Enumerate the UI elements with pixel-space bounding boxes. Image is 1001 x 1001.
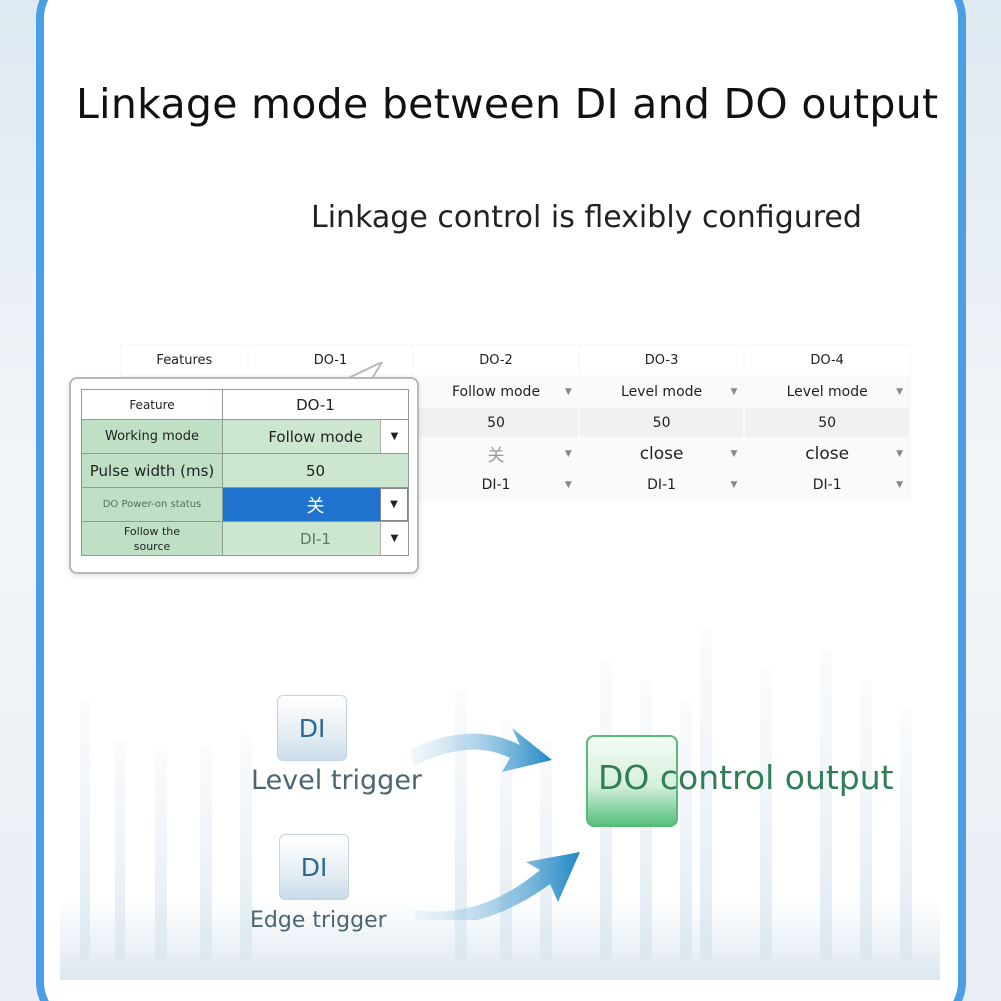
do2-working-mode-select[interactable]: Follow mode ▼: [412, 375, 580, 408]
chevron-down-icon: ▼: [564, 386, 572, 397]
column-header: DO-4: [743, 344, 911, 377]
cell-text: close: [639, 443, 684, 464]
do-output-box: [586, 735, 678, 827]
chevron-down-icon[interactable]: ▼: [380, 420, 408, 453]
chevron-down-icon: ▼: [730, 386, 738, 397]
do3-pulse-width-input[interactable]: 50: [577, 406, 746, 439]
curved-arrow-icon: [410, 728, 580, 920]
popup-header-value: DO-1: [222, 389, 409, 420]
cell-text: DI-1: [812, 476, 842, 493]
follow-source-label: Follow the source: [81, 521, 223, 556]
floor-gradient: [60, 900, 940, 980]
cell-text: Level mode: [786, 383, 868, 400]
follow-source-select[interactable]: DI-1 ▼: [222, 521, 409, 556]
table-header-row: Features DO-1 DO-2 DO-3 DO-4: [120, 344, 911, 377]
popup-row: Working mode Follow mode ▼: [81, 419, 409, 454]
popup-row: Pulse width (ms) 50: [81, 453, 409, 488]
di-edge-box: DI: [279, 834, 349, 900]
do1-config-popup: Feature DO-1 Working mode Follow mode ▼ …: [69, 377, 419, 574]
page-title: Linkage mode between DI and DO output: [76, 80, 939, 128]
chevron-down-icon: ▼: [896, 479, 903, 490]
page-subtitle: Linkage control is flexibly configured: [311, 200, 862, 235]
working-mode-label: Working mode: [81, 419, 223, 454]
column-header: DO-1: [246, 344, 415, 377]
chevron-down-icon: ▼: [730, 479, 738, 490]
do4-pulse-width-input[interactable]: 50: [743, 406, 911, 439]
do3-power-on-select[interactable]: close ▼: [577, 437, 746, 470]
popup-header-label: Feature: [81, 389, 223, 420]
cell-text: DI-1: [647, 476, 677, 493]
cell-text: 关: [487, 446, 505, 466]
do4-working-mode-select[interactable]: Level mode ▼: [743, 375, 911, 408]
do1-config-table: Feature DO-1 Working mode Follow mode ▼ …: [81, 389, 409, 556]
do2-follow-source-select[interactable]: DI-1 ▼: [412, 468, 580, 501]
working-mode-value: Follow mode: [268, 427, 363, 446]
power-on-status-label: DO Power-on status: [81, 487, 223, 522]
cell-text: close: [805, 443, 850, 464]
do3-follow-source-select[interactable]: DI-1 ▼: [577, 468, 746, 501]
column-header: DO-3: [577, 344, 746, 377]
chevron-down-icon: ▼: [896, 386, 903, 397]
do2-power-on-select[interactable]: 关▼: [412, 437, 580, 470]
do4-power-on-select[interactable]: close ▼: [743, 437, 911, 470]
edge-trigger-label: Edge trigger: [250, 908, 387, 933]
chevron-down-icon: ▼: [896, 448, 903, 459]
chevron-down-icon: ▼: [564, 479, 572, 490]
column-header: Features: [120, 344, 249, 377]
do-output-label: DO control output: [598, 758, 894, 797]
di-level-box: DI: [277, 695, 347, 761]
popup-row: DO Power-on status 关 ▼: [81, 487, 409, 522]
follow-source-value: DI-1: [300, 529, 331, 548]
do2-pulse-width-input[interactable]: 50: [412, 406, 580, 439]
popup-header-row: Feature DO-1: [81, 389, 409, 420]
do4-follow-source-select[interactable]: DI-1 ▼: [743, 468, 911, 501]
power-on-status-value: 关: [306, 495, 325, 517]
chevron-down-icon: ▼: [564, 448, 572, 459]
popup-row: Follow the source DI-1 ▼: [81, 521, 409, 556]
pulse-width-label: Pulse width (ms): [81, 453, 223, 488]
column-header: DO-2: [412, 344, 580, 377]
chevron-down-icon: ▼: [730, 448, 738, 459]
level-trigger-label: Level trigger: [251, 765, 423, 796]
power-on-status-select[interactable]: 关 ▼: [222, 487, 409, 522]
cell-text: Follow mode: [451, 383, 541, 400]
working-mode-select[interactable]: Follow mode ▼: [222, 419, 409, 454]
pulse-width-input[interactable]: 50: [222, 453, 409, 488]
cell-text: Level mode: [621, 383, 703, 400]
do3-working-mode-select[interactable]: Level mode ▼: [577, 375, 746, 408]
cell-text: DI-1: [481, 476, 511, 493]
chevron-down-icon[interactable]: ▼: [380, 488, 408, 521]
chevron-down-icon[interactable]: ▼: [380, 522, 408, 555]
